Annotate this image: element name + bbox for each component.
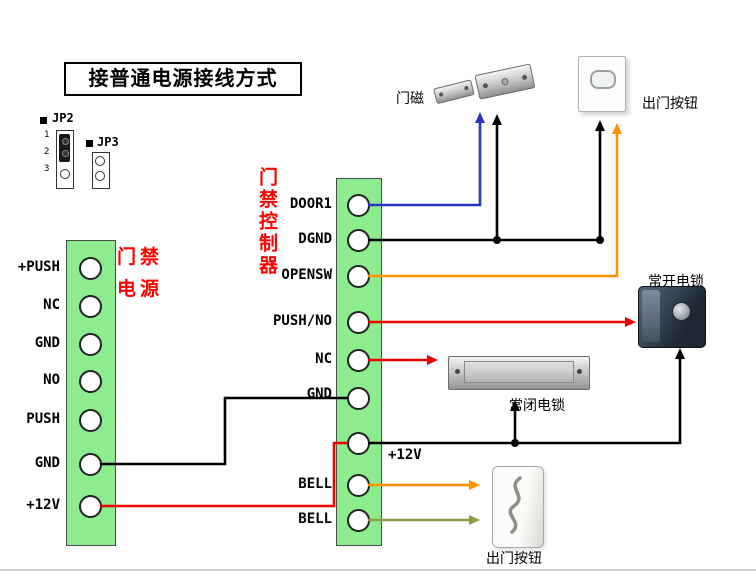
maglock-screw — [455, 369, 460, 374]
arrow-bell-1-icon — [469, 480, 480, 490]
controller-terminal-label: GND — [306, 386, 332, 402]
wire-12v-link — [100, 441, 348, 508]
controller-terminal — [347, 387, 370, 410]
controller-terminal — [347, 432, 370, 455]
power-terminal-label: PUSH — [26, 411, 60, 427]
arrow-bell-2-icon — [469, 515, 480, 525]
normally-closed-lock-label: 常闭电锁 — [509, 397, 565, 413]
controller-terminal-label: BELL — [298, 511, 332, 527]
arrow-12v-no-lock-icon — [675, 348, 685, 359]
page-border — [0, 569, 756, 571]
normally-closed-lock-plate — [464, 361, 574, 383]
controller-terminal — [347, 229, 370, 252]
controller-terminal — [347, 311, 370, 334]
power-terminal-label: NO — [43, 372, 60, 388]
normally-open-lock-label: 常开电锁 — [648, 273, 704, 289]
power-terminal-label: NC — [43, 297, 60, 313]
arrow-dgnd-door-contact-icon — [492, 114, 502, 125]
power-terminal-label: GND — [34, 335, 60, 351]
exit-button-bottom-label: 出门按钮 — [486, 550, 542, 566]
jp2-marker-icon — [40, 117, 47, 124]
jp3-marker-icon — [86, 140, 93, 147]
power-terminal — [79, 370, 102, 393]
controller-terminal-label: BELL — [298, 476, 332, 492]
controller-terminal-label: DOOR1 — [289, 196, 332, 212]
jp2-open-pin — [60, 169, 70, 179]
junction-dot — [596, 236, 604, 244]
power-terminal — [79, 295, 102, 318]
power-terminal — [79, 409, 102, 432]
normally-open-lock-knob — [672, 302, 691, 321]
jp2-jumper-cap — [59, 134, 70, 162]
exit-button-top-label: 出门按钮 — [642, 95, 698, 111]
exit-button-bottom-clip — [508, 476, 522, 534]
power-terminal-label: +12V — [26, 497, 60, 513]
power-terminal — [79, 495, 102, 518]
arrow-opensw-icon — [612, 123, 622, 134]
diagram-title: 接普通电源接线方式 — [64, 62, 302, 96]
controller-terminal-label: +12V — [388, 447, 422, 463]
wire-opensw — [368, 133, 619, 278]
junction-dot — [493, 236, 501, 244]
arrow-pushno-icon — [625, 317, 636, 327]
jp3-open-pin — [95, 171, 105, 181]
exit-button-top-key — [590, 70, 616, 89]
power-terminal — [79, 453, 102, 476]
jp2-pin-2: 2 — [44, 147, 50, 157]
maglock-screw — [577, 369, 582, 374]
controller-terminal — [347, 349, 370, 372]
junction-dot — [511, 439, 519, 447]
power-terminal-label: +PUSH — [17, 259, 60, 275]
controller-terminal-label: PUSH/NO — [272, 313, 332, 329]
controller-terminal-label: NC — [315, 351, 332, 367]
power-terminal-label: GND — [34, 455, 60, 471]
jp3-label: JP3 — [97, 135, 119, 149]
controller-terminal — [347, 509, 370, 532]
power-terminal — [79, 333, 102, 356]
jp3-open-pin — [95, 156, 105, 166]
power-supply-title: 门禁电源 — [117, 247, 164, 301]
controller-terminal — [347, 194, 370, 217]
jp2-pin-1: 1 — [44, 130, 50, 140]
controller-terminal-label: DGND — [298, 231, 332, 247]
arrow-dgnd-exit-button-icon — [595, 120, 605, 131]
controller-terminal — [347, 474, 370, 497]
wire-door1 — [368, 122, 482, 207]
controller-terminal — [347, 265, 370, 288]
arrow-nc-icon — [427, 355, 438, 365]
jp2-cap-pin-dot — [62, 150, 69, 157]
door-contact-label: 门磁 — [396, 90, 424, 106]
door-contact-image — [433, 63, 535, 104]
jp2-pin-3: 3 — [44, 164, 50, 174]
jp2-cap-pin-dot — [62, 138, 69, 145]
power-terminal — [79, 257, 102, 280]
controller-title: 门禁控制器 — [256, 167, 277, 277]
jp2-label: JP2 — [52, 111, 74, 125]
wire-gnd-link — [100, 396, 348, 466]
controller-terminal-label: OPENSW — [281, 267, 332, 283]
normally-open-lock-panel — [642, 290, 660, 342]
